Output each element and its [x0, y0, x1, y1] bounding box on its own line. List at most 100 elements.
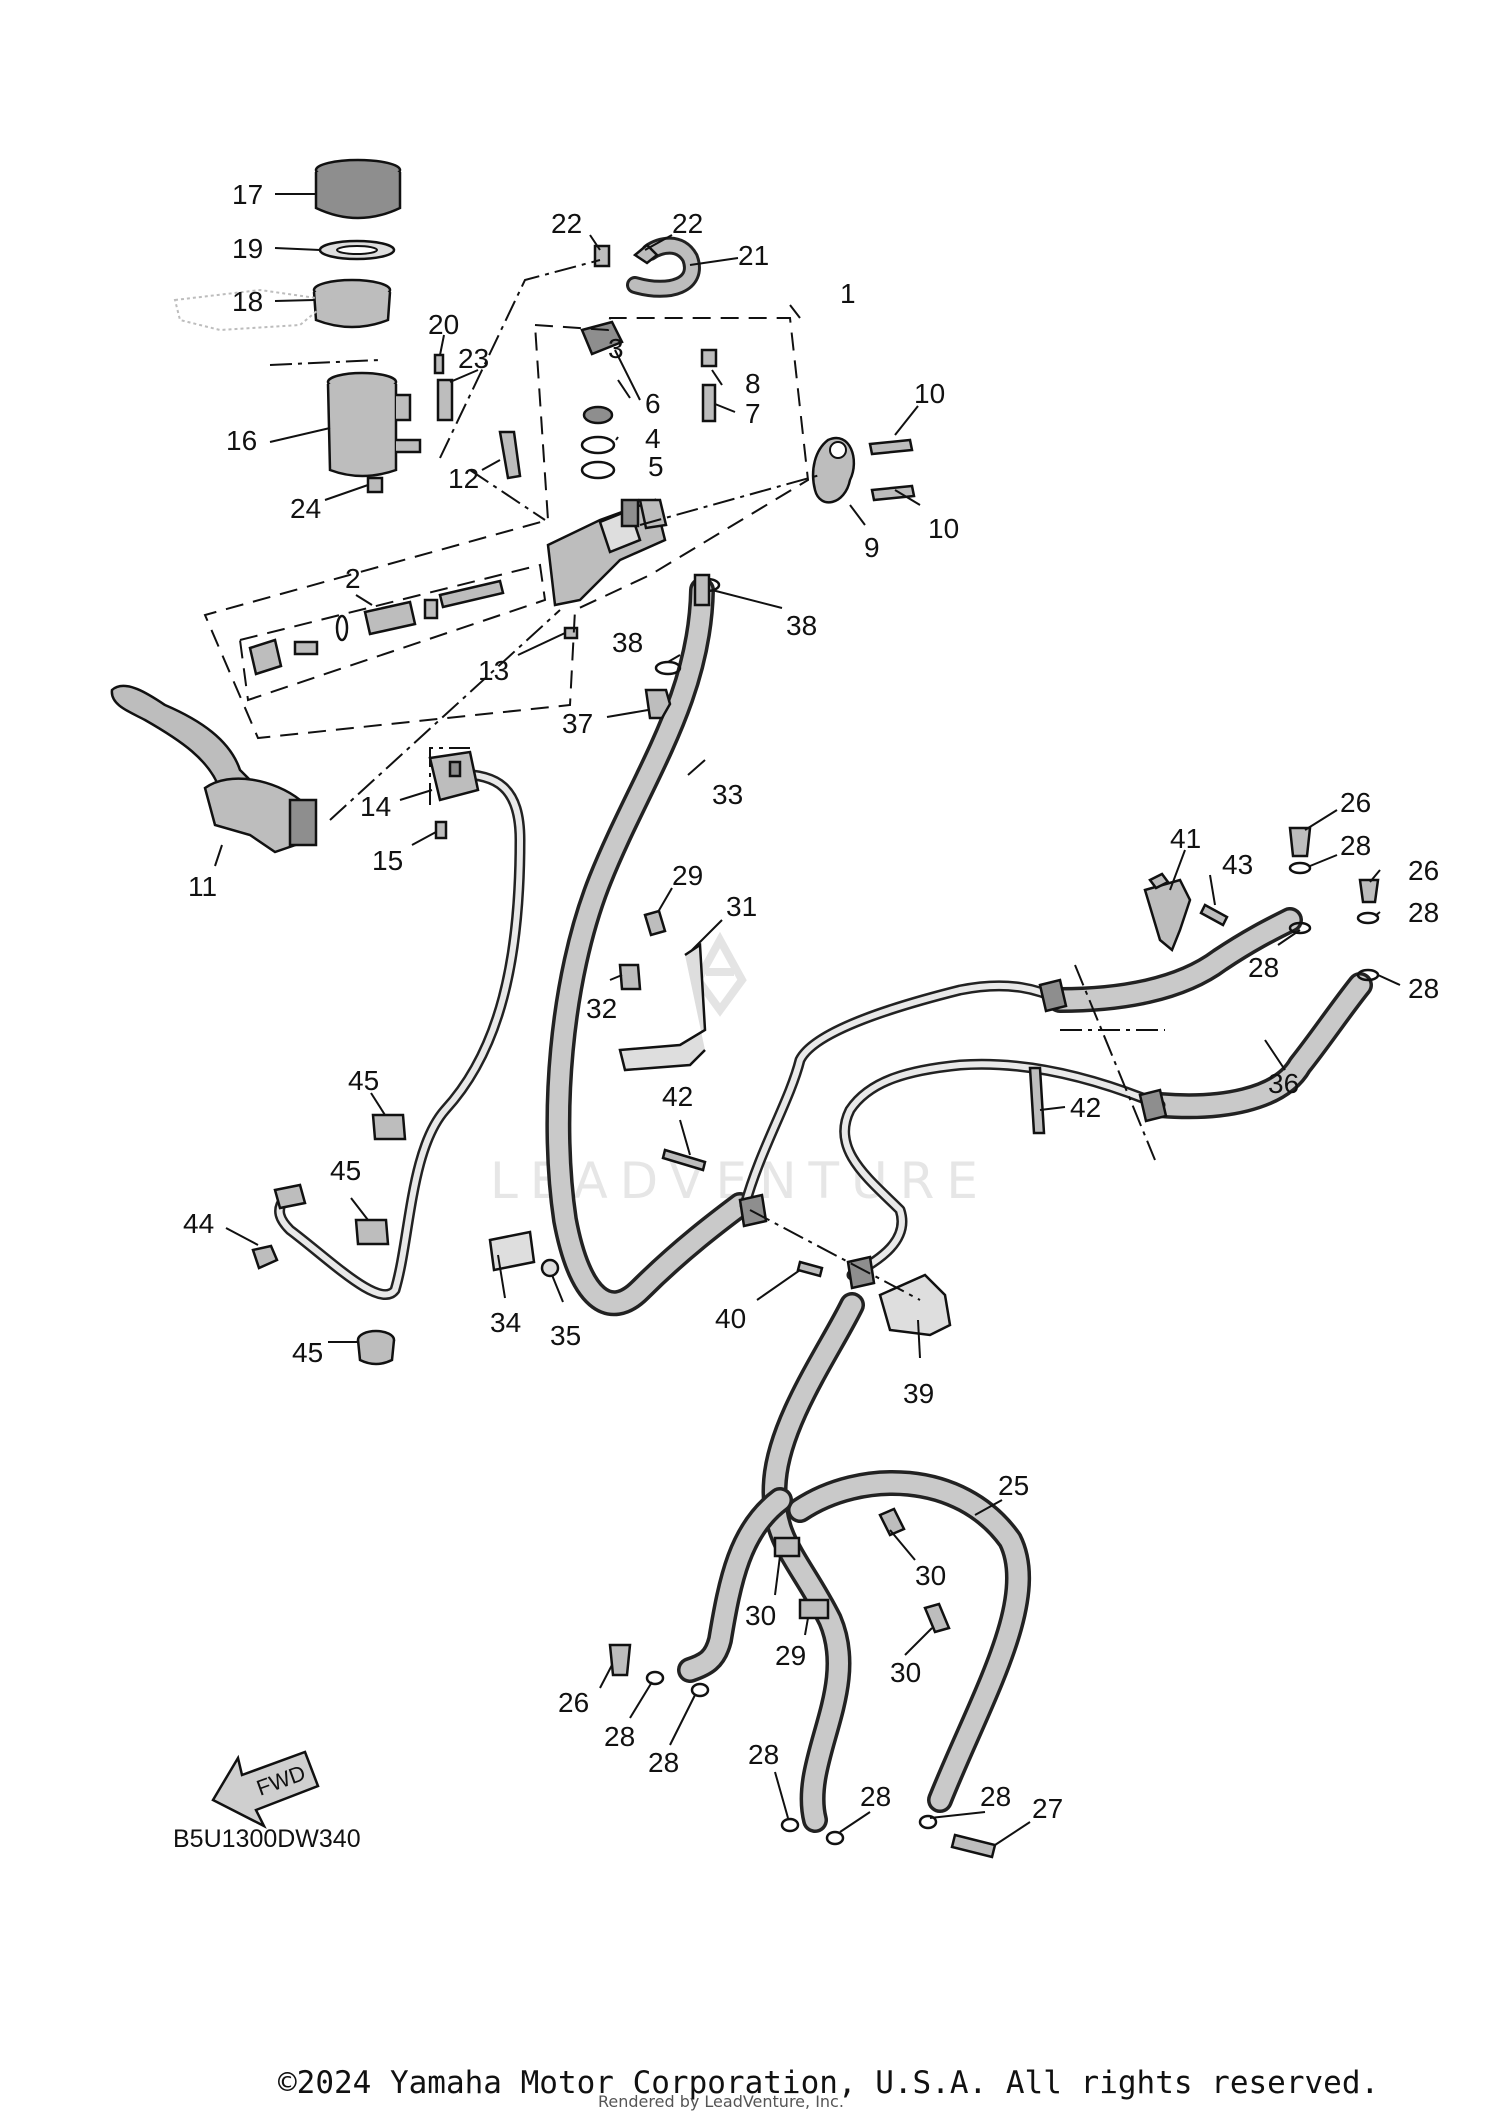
callout-26: 26: [1408, 855, 1439, 886]
callout-28: 28: [1248, 952, 1279, 983]
washer-38a: [654, 660, 682, 676]
callout-28: 28: [604, 1721, 635, 1752]
callout-22: 22: [672, 208, 703, 239]
leader-lines: [214, 193, 1401, 1846]
hose-route-line: [439, 259, 601, 459]
callout-45: 45: [292, 1337, 323, 1368]
callout-30: 30: [745, 1600, 776, 1631]
screw-15: [434, 820, 448, 840]
callout-16: 16: [226, 425, 257, 456]
holder-9: [811, 436, 856, 504]
bolt-10b: [870, 484, 916, 502]
joint-block-a: [1038, 978, 1068, 1013]
copyright-notice: ©2024 Yamaha Motor Corporation, U.S.A. A…: [278, 2065, 1380, 2101]
clamp-22a: [593, 244, 611, 268]
callout-38: 38: [612, 627, 643, 658]
callout-21: 21: [738, 240, 769, 271]
callout-36: 36: [1268, 1068, 1299, 1099]
callout-28: 28: [748, 1739, 779, 1770]
callout-45: 45: [348, 1065, 379, 1096]
clamp-29a: [643, 909, 667, 937]
callout-44: 44: [183, 1208, 214, 1239]
bolt-40: [796, 1260, 824, 1278]
callout-20: 20: [428, 309, 459, 340]
callout-37: 37: [562, 708, 593, 739]
callout-35: 35: [550, 1320, 581, 1351]
oring-4: [580, 435, 616, 455]
callout-29: 29: [775, 1640, 806, 1671]
washer-28f: [690, 1682, 710, 1698]
callout-15: 15: [372, 845, 403, 876]
piston-kit-2: [248, 579, 505, 676]
assembly-outline-1: [203, 317, 810, 740]
bolt-12: [498, 430, 522, 480]
diaphragm-holder-18: [312, 278, 392, 329]
assembly-outline-2: [238, 563, 547, 702]
callout-5: 5: [648, 451, 664, 482]
cap-3: [580, 320, 624, 356]
pipe-center-1: [739, 980, 1066, 1211]
oring-5: [580, 460, 616, 480]
washer-28h: [825, 1830, 845, 1846]
callout-9: 9: [864, 532, 880, 563]
connector-44-top: [273, 1183, 307, 1210]
callout-8: 8: [745, 368, 761, 399]
fwd-arrow: FWD: [211, 1750, 320, 1829]
hose-upper-right: [1047, 907, 1303, 1013]
joint-30b: [773, 1536, 801, 1558]
bolt-37: [644, 688, 672, 720]
callout-6: 6: [645, 388, 661, 419]
callout-26: 26: [1340, 787, 1371, 818]
hose-left-lower: [677, 1487, 793, 1683]
callout-11: 11: [188, 871, 217, 902]
union-bolt-26c: [608, 1643, 632, 1677]
clamp-29b: [798, 1598, 830, 1620]
clamp-22b: [632, 243, 659, 265]
plate-23: [436, 378, 454, 422]
joint-44: [251, 1244, 279, 1270]
junction-lines: [1060, 964, 1165, 1161]
ghost-bracket: [173, 288, 333, 332]
bolt-42b: [1028, 1066, 1046, 1135]
grommet-35: [540, 1258, 560, 1278]
callout-17: 17: [232, 179, 263, 210]
bracket-39: [878, 1273, 952, 1337]
grommet-45b: [354, 1218, 390, 1246]
callout-27: 27: [1032, 1793, 1063, 1824]
callout-28: 28: [1408, 973, 1439, 1004]
union-bolt-top: [693, 573, 711, 607]
callout-42: 42: [1070, 1092, 1101, 1123]
union-block-14: [428, 750, 480, 802]
grommet-45a: [371, 1113, 407, 1141]
washer-28g: [780, 1817, 800, 1833]
callout-28: 28: [980, 1781, 1011, 1812]
callout-30: 30: [915, 1560, 946, 1591]
union-bolt-26a: [1288, 826, 1312, 858]
callout-28: 28: [1408, 897, 1439, 928]
reservoir-hose-21: [626, 236, 701, 298]
washer-28b: [1356, 911, 1380, 925]
washer-28e: [645, 1670, 665, 1686]
screw-32: [618, 963, 642, 991]
callout-45: 45: [330, 1155, 361, 1186]
washer-28i: [918, 1814, 938, 1830]
bleeder-screw-7: [701, 383, 717, 423]
callout-labels: 17 19 18 22 22 21 1 20 23 3 6 8 4 7 5 16…: [183, 179, 1439, 1824]
callout-26: 26: [558, 1687, 589, 1718]
callout-34: 34: [490, 1307, 521, 1338]
grommet-45c: [356, 1329, 396, 1366]
callout-1: 1: [840, 278, 856, 309]
bleeder-cap-8: [700, 348, 718, 368]
callout-42: 42: [662, 1081, 693, 1112]
diaphragm-19: [318, 239, 396, 261]
callout-4: 4: [645, 423, 661, 454]
callout-28: 28: [860, 1781, 891, 1812]
joint-30a: [878, 1507, 906, 1537]
callout-10: 10: [928, 513, 959, 544]
bolt-24: [366, 476, 384, 494]
assembly-lines: [269, 359, 821, 821]
hose-33: [545, 577, 753, 1317]
part-6: [582, 405, 614, 425]
